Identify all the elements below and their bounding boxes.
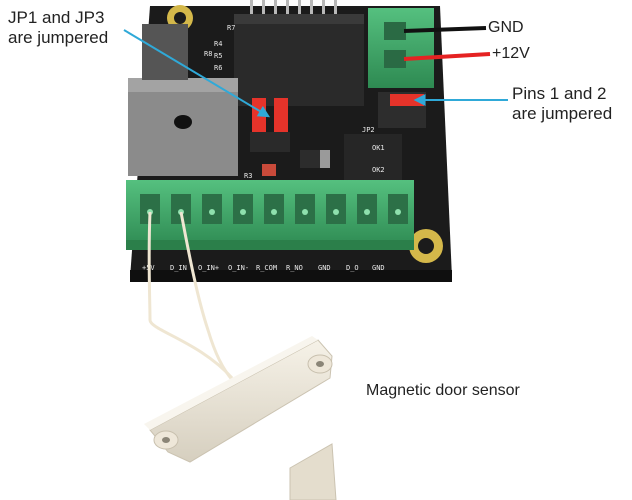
silk-pin-label: D_IN <box>170 264 187 272</box>
door-sensor <box>144 336 337 500</box>
silk-pin-label: R_COM <box>256 264 277 272</box>
sensor-wire <box>179 211 238 386</box>
jp1-jp3-label-line: are jumpered <box>8 28 109 47</box>
silk-ref: R3 <box>244 172 252 180</box>
sensor-wire <box>147 211 234 379</box>
silk-ref: OK2 <box>372 166 385 174</box>
silk-ref: JP2 <box>362 126 375 134</box>
silk-pin-label: D_O <box>346 264 359 272</box>
terminal-block: +5V D_IN O_IN+ O_IN- R_COM R_NO GND D_O … <box>126 180 414 272</box>
jp2-pins-label-line: Pins 1 and 2 <box>512 84 607 103</box>
door-sensor-label: Magnetic door sensor <box>366 382 520 399</box>
plus12v-wire <box>403 52 491 61</box>
silk-ref: R4 <box>214 40 222 48</box>
silk-ref: R5 <box>214 52 222 60</box>
silk-ref: OK1 <box>372 144 385 152</box>
silk-ref: R6 <box>214 64 222 72</box>
gnd-wire <box>403 26 487 33</box>
jp1-jp3-arrow <box>123 29 271 118</box>
silk-pin-label: GND <box>318 264 331 272</box>
gnd-label: GND <box>488 19 524 36</box>
jp2-pins-label-line: are jumpered <box>512 104 613 123</box>
silk-pin-label: R_NO <box>286 264 303 272</box>
silk-ref: R7 <box>227 24 235 32</box>
plus12v-label: +12V <box>492 45 530 62</box>
jp1-jp3-label-line: JP1 and JP3 <box>8 8 105 27</box>
silk-ref: R8 <box>204 50 212 58</box>
jp2-pins-label: Pins 1 and 2 are jumpered <box>512 84 612 124</box>
silk-pin-label: O_IN- <box>228 264 249 272</box>
silk-pin-label: GND <box>372 264 385 272</box>
silk-pin-label: O_IN+ <box>198 264 219 272</box>
jp1-jp3-label: JP1 and JP3 are jumpered <box>8 8 108 48</box>
